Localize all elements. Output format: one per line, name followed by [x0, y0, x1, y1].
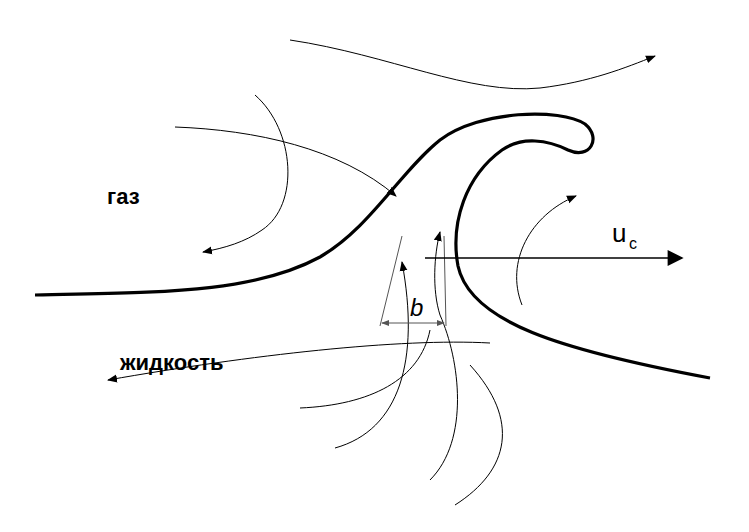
- width-symbol: b: [410, 296, 423, 320]
- liquid-streamline: [300, 330, 430, 408]
- velocity-symbol: u: [612, 220, 626, 246]
- tangent-line: [380, 236, 402, 326]
- velocity-subscript: c: [629, 236, 637, 252]
- gas-label: газ: [107, 186, 140, 208]
- liquid-label: жидкость: [120, 352, 224, 374]
- liquid-streamline: [335, 262, 408, 448]
- velocity-arrow: [425, 257, 682, 259]
- gas-streamline: [175, 127, 396, 196]
- liquid-vortex: [517, 196, 576, 305]
- dimension-arrow: [382, 323, 444, 324]
- gas-streamline: [290, 40, 655, 89]
- liquid-streamline: [430, 232, 458, 480]
- liquid-streamline: [108, 342, 490, 380]
- interface-curve: [35, 114, 710, 378]
- liquid-streamline: [455, 365, 502, 505]
- gas-vortex: [203, 95, 288, 252]
- tangent-line: [444, 236, 446, 326]
